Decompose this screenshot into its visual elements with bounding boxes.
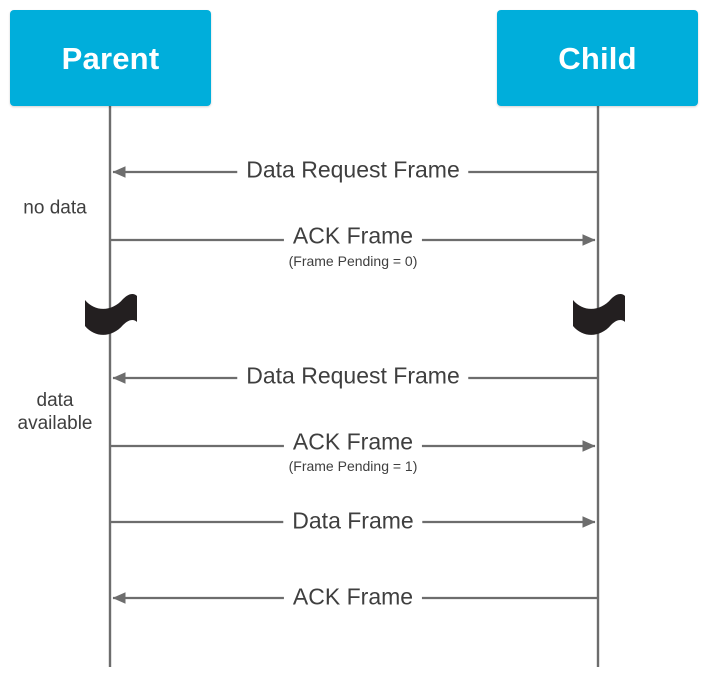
annotation-data-available: data available [17, 389, 93, 434]
message-label-5: Data Frame [283, 509, 423, 533]
message-label-6: ACK Frame [283, 585, 423, 609]
participant-label-child: Child [558, 40, 637, 76]
message-sublabel-4: (Frame Pending = 1) [284, 459, 422, 473]
message-label-2: ACK Frame [283, 224, 423, 248]
participant-label-parent: Parent [61, 40, 160, 76]
break-mark-group [85, 294, 625, 335]
message-label-4: ACK Frame [283, 430, 423, 454]
break-mark-child-icon [573, 294, 625, 335]
break-mark-parent-icon [85, 294, 137, 335]
annotation-no-data: no data [23, 197, 87, 219]
message-sublabel-2: (Frame Pending = 0) [284, 254, 422, 268]
message-label-1: Data Request Frame [237, 158, 469, 182]
participant-box-parent[interactable]: Parent [10, 10, 211, 106]
participant-box-child[interactable]: Child [497, 10, 698, 106]
message-label-3: Data Request Frame [237, 364, 469, 388]
lifeline-group [108, 106, 600, 667]
